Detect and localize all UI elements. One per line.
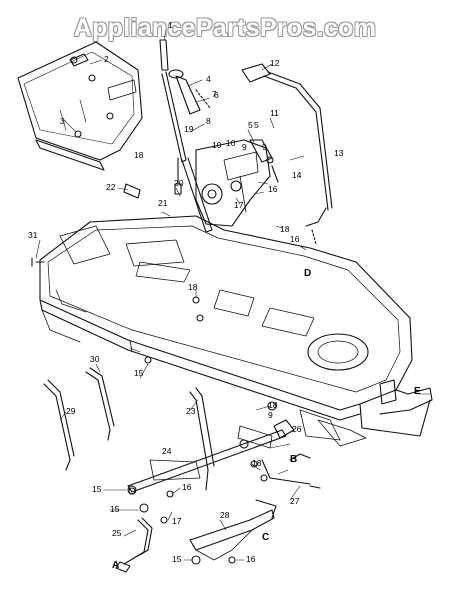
- callout-c18c: 18: [188, 282, 198, 292]
- callout-c28: 28: [220, 510, 230, 520]
- callout-c15d: 15: [172, 554, 182, 564]
- callout-c24: 24: [162, 446, 172, 456]
- hardware: [31, 56, 321, 565]
- callout-c30: 30: [90, 354, 100, 364]
- callout-c18b: 18: [280, 224, 290, 234]
- callout-c10b: 10: [212, 140, 222, 150]
- callout-c9b: 9: [268, 410, 273, 420]
- callout-c11: 11: [270, 108, 279, 118]
- callout-c16b: 16: [290, 234, 300, 244]
- reference-letter-e: E: [414, 386, 421, 397]
- callout-c27: 27: [290, 496, 300, 506]
- callout-c17: 17: [234, 200, 244, 210]
- callout-c22: 22: [106, 182, 116, 192]
- reference-letter-c: C: [262, 532, 269, 543]
- callout-c16: 16: [268, 184, 278, 194]
- callout-c15c: 15: [110, 504, 120, 514]
- callout-c3: 3: [60, 116, 65, 126]
- callout-c15: 15: [134, 368, 144, 378]
- callout-c5b: 5: [254, 120, 259, 130]
- callout-c17b: 17: [172, 516, 182, 526]
- leader-lines: [35, 29, 431, 561]
- callout-c9c: 9: [262, 142, 267, 152]
- shift-lever: [159, 39, 213, 233]
- callout-c20: 20: [174, 178, 184, 188]
- bracket-assembly: [195, 139, 273, 227]
- callout-c4: 4: [206, 74, 211, 84]
- callout-c16c: 16: [182, 482, 192, 492]
- callout-c2: 2: [104, 54, 109, 64]
- callout-labels: 1234567891011121314151617181920212223242…: [28, 20, 421, 571]
- callout-c18e: 18: [252, 458, 262, 468]
- callout-c25: 25: [112, 528, 122, 538]
- reference-letter-b: B: [290, 454, 297, 465]
- callout-c29: 29: [66, 406, 76, 416]
- watermark: AppliancePartsPros.com: [73, 14, 377, 42]
- callout-c15b: 15: [92, 484, 102, 494]
- callout-c26: 26: [292, 424, 302, 434]
- callout-c5: 5: [248, 120, 253, 130]
- reference-letter-d: D: [304, 268, 311, 279]
- control-rod: [241, 63, 333, 227]
- callout-c7: 7: [212, 89, 217, 99]
- callout-c18d: 18: [268, 400, 278, 410]
- mounting-bracket: [189, 499, 277, 561]
- callout-c6: 6: [214, 90, 219, 100]
- callout-c8: 8: [206, 116, 211, 126]
- callout-c12: 12: [270, 58, 280, 68]
- callout-c19: 19: [184, 124, 194, 134]
- callout-c16d: 16: [246, 554, 256, 564]
- callout-c9: 9: [242, 142, 247, 152]
- chassis-frame: [39, 215, 433, 447]
- callout-c14: 14: [292, 170, 302, 180]
- callout-c10: 10: [226, 138, 236, 148]
- linkage-rods: [43, 367, 215, 491]
- pedal-arm: [115, 517, 153, 573]
- callout-c13: 13: [334, 148, 344, 158]
- callout-c23: 23: [186, 406, 196, 416]
- callout-c1: 1: [168, 20, 173, 30]
- callout-c21: 21: [158, 198, 168, 208]
- callout-c18: 18: [134, 150, 144, 160]
- reference-letter-a: A: [112, 560, 119, 571]
- callout-c31: 31: [28, 230, 38, 240]
- dash-panel: [17, 41, 143, 171]
